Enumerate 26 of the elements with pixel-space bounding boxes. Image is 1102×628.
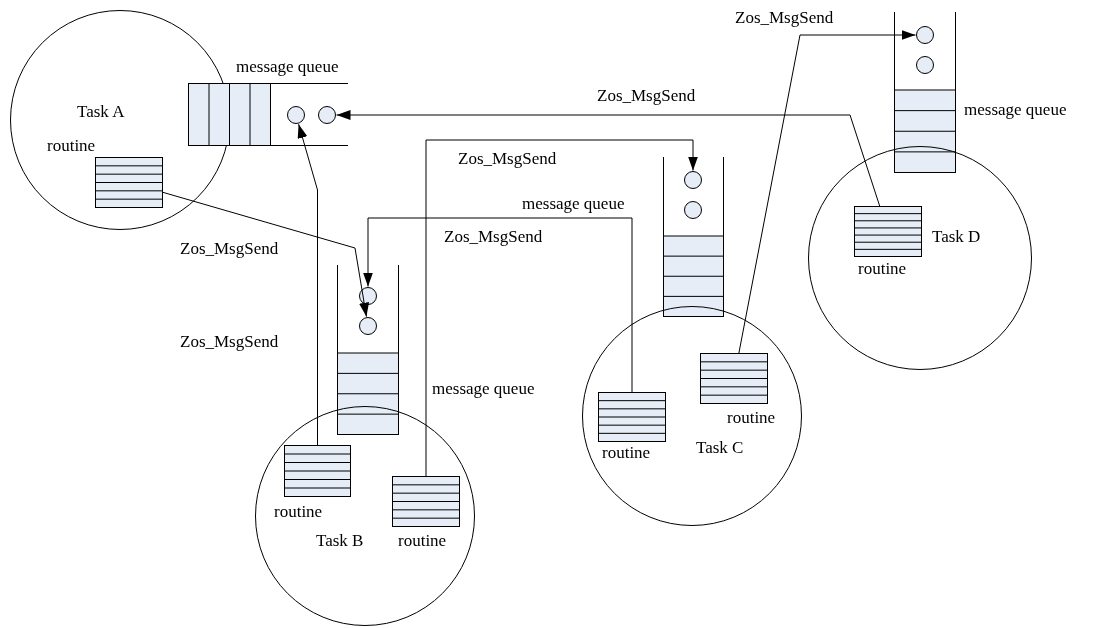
arrow: [425, 139, 698, 477]
routine-label: routine: [602, 444, 651, 461]
arrow: [297, 123, 318, 446]
task-label: Task D: [932, 228, 981, 245]
arrow: [162, 191, 370, 318]
edge-label: Zos_MsgSend: [180, 240, 279, 257]
routine-label: routine: [727, 409, 776, 426]
arrow: [336, 110, 881, 207]
queue-label: message queue: [964, 101, 1067, 118]
routine-label: routine: [398, 532, 447, 549]
edge-label: Zos_MsgSend: [458, 150, 557, 167]
queue-label: message queue: [236, 58, 339, 75]
task-label: Task C: [696, 439, 744, 456]
task-label: Task A: [77, 103, 125, 120]
arrow: [363, 217, 633, 393]
routine-label: routine: [858, 260, 907, 277]
task-label: Task B: [316, 532, 364, 549]
arrow: [738, 30, 916, 354]
edge-label: Zos_MsgSend: [444, 228, 543, 245]
edge-label: Zos_MsgSend: [180, 333, 279, 350]
routine-label: routine: [47, 137, 96, 154]
edge-label: Zos_MsgSend: [735, 9, 834, 26]
edge-label: Zos_MsgSend: [597, 87, 696, 104]
routine-label: routine: [274, 503, 323, 520]
queue-label: message queue: [432, 380, 535, 397]
queue-label: message queue: [522, 195, 625, 212]
